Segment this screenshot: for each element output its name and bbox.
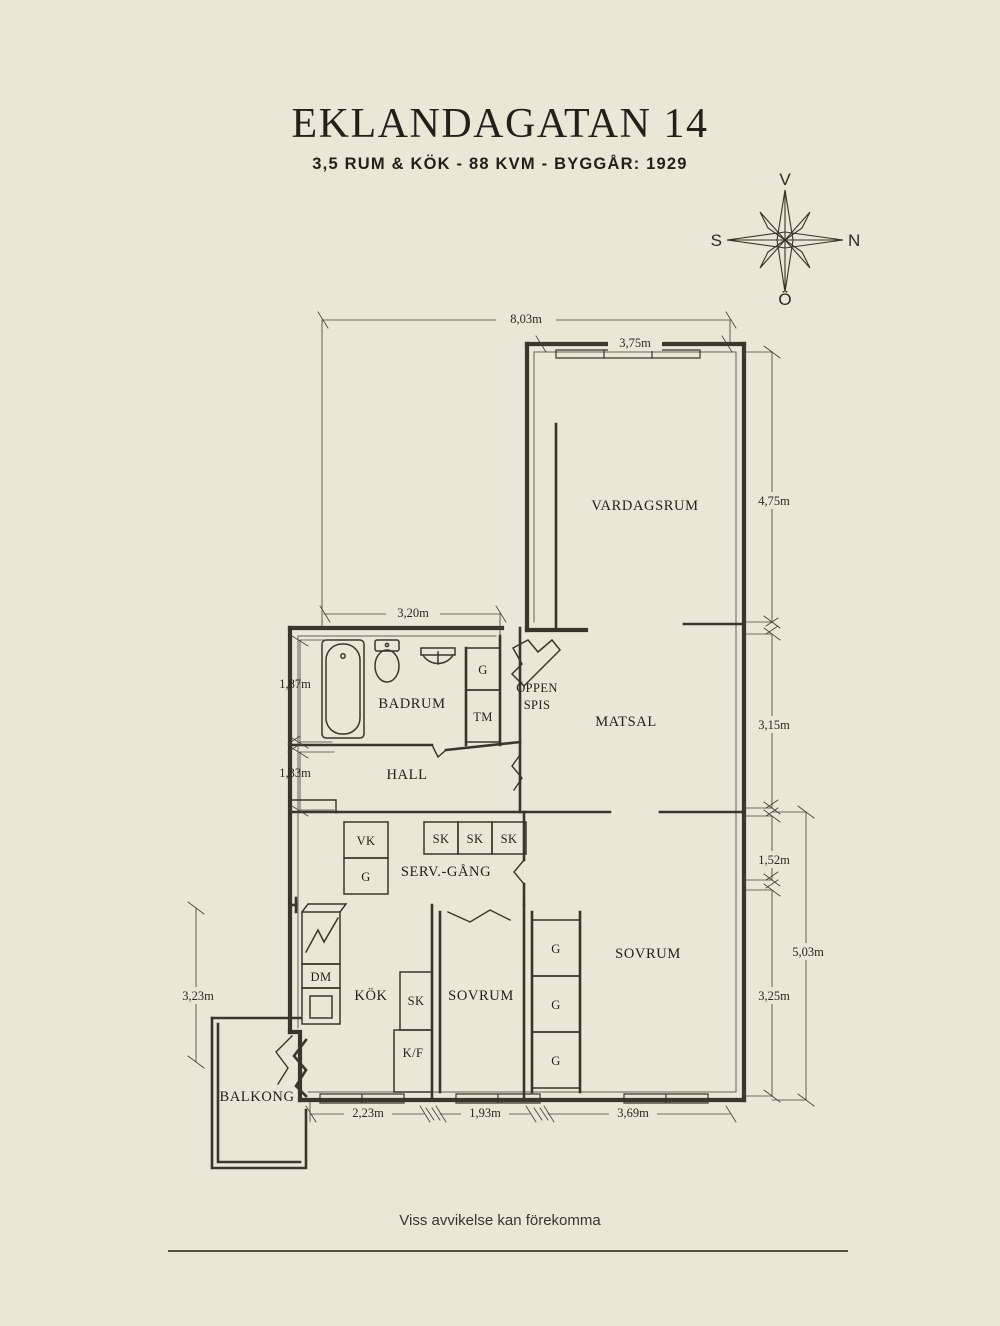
- toilet-tank: [374, 639, 400, 652]
- disclaimer-note: Viss avvikelse kan förekomma: [399, 1212, 601, 1229]
- room-label-badrum: BADRUM: [378, 696, 445, 712]
- room-label-serv-gang: SERV.-GÅNG: [401, 864, 491, 880]
- counter-edge: [300, 903, 348, 914]
- closet-hall-g: [343, 857, 389, 895]
- label-kok-kf: K/F: [403, 1046, 424, 1060]
- label-badrum-tm: TM: [473, 710, 493, 724]
- dim-top-overall: 8,03m: [510, 312, 542, 326]
- dimension-labels: 8,03m 3,75m 3,20m 1,87m 1,33m 4,75m 3,15…: [174, 310, 832, 1121]
- exterior-walls: [287, 341, 747, 1103]
- sink-zigzag: [304, 916, 340, 954]
- bathtub-inner: [325, 643, 361, 735]
- closet-kok-kf: [393, 1029, 433, 1093]
- room-label-sovrum-right: SOVRUM: [615, 946, 681, 962]
- stove-hob: [309, 995, 333, 1019]
- dim-bottom-sovrum: 1,93m: [469, 1106, 501, 1120]
- closet-sovrum-g-3: [531, 1031, 581, 1089]
- room-label-kok: KÖK: [354, 987, 387, 1004]
- closet-sk-3: [491, 821, 527, 855]
- room-label-sovrum-mid: SOVRUM: [448, 988, 514, 1004]
- bathtub-drain: [340, 653, 346, 659]
- dim-badrum-height: 1,87m: [279, 677, 311, 691]
- label-sovrum-g-2: G: [551, 998, 560, 1012]
- dim-bottom-kok: 2,23m: [352, 1106, 384, 1120]
- room-labels: VARDAGSRUM MATSAL BADRUM HALL ÖPPEN SPIS…: [219, 498, 698, 1105]
- room-label-oppen-spis-line1: ÖPPEN: [516, 681, 558, 695]
- label-hall-g: G: [361, 870, 370, 884]
- label-serv-sk-3: SK: [501, 832, 518, 846]
- room-label-matsal: MATSAL: [595, 714, 657, 730]
- bathtub-outer: [321, 639, 365, 739]
- fireplace-oppen-spis: [510, 638, 562, 688]
- label-kok-sk: SK: [408, 994, 425, 1008]
- bathroom-fixtures: [321, 639, 456, 739]
- label-kok-dm: DM: [311, 970, 332, 984]
- kitchen-sink-counter: [301, 911, 341, 965]
- toilet-bowl: [374, 649, 400, 683]
- room-label-vardagsrum: VARDAGSRUM: [591, 498, 698, 514]
- closet-boxes: [300, 647, 581, 1093]
- room-label-balkong: BALKONG: [219, 1089, 294, 1105]
- page-title: EKLANDAGATAN 14: [291, 101, 709, 147]
- kitchen-base-cabinet: [301, 987, 341, 1025]
- dim-badrum-width: 3,20m: [397, 606, 429, 620]
- label-serv-sk-1: SK: [433, 832, 450, 846]
- label-sovrum-g-3: G: [551, 1054, 560, 1068]
- room-label-oppen-spis-line2: SPIS: [524, 698, 551, 712]
- balcony: [210, 1016, 308, 1170]
- page-subtitle: 3,5 RUM & KÖK - 88 KVM - BYGGÅR: 1929: [312, 155, 688, 173]
- fixture-labels: G TM VK G SK SK SK DM SK K/F G G G: [311, 663, 561, 1068]
- toilet-flush: [384, 642, 390, 648]
- label-serv-sk-2: SK: [467, 832, 484, 846]
- door-group: [275, 744, 525, 1085]
- dim-right-matsal: 3,15m: [758, 718, 790, 732]
- dim-top-vardagsrum: 3,75m: [619, 336, 651, 350]
- dim-left-balkong: 3,23m: [182, 989, 214, 1003]
- label-badrum-g: G: [478, 663, 487, 677]
- dim-right-outer: 5,03m: [792, 945, 824, 959]
- label-hall-vk: VK: [357, 834, 376, 848]
- bottom-divider: [168, 1250, 848, 1252]
- closet-badrum-tm: [465, 689, 501, 743]
- label-sovrum-g-1: G: [551, 942, 560, 956]
- exterior-wall-inner-line: [297, 351, 737, 1093]
- room-label-hall: HALL: [386, 767, 427, 783]
- dim-right-gap: 1,52m: [758, 853, 790, 867]
- dim-bottom-right: 3,69m: [617, 1106, 649, 1120]
- dim-hall-height: 1,33m: [279, 766, 311, 780]
- dim-right-sovrum: 3,25m: [758, 989, 790, 1003]
- dim-right-vardagsrum: 4,75m: [758, 494, 790, 508]
